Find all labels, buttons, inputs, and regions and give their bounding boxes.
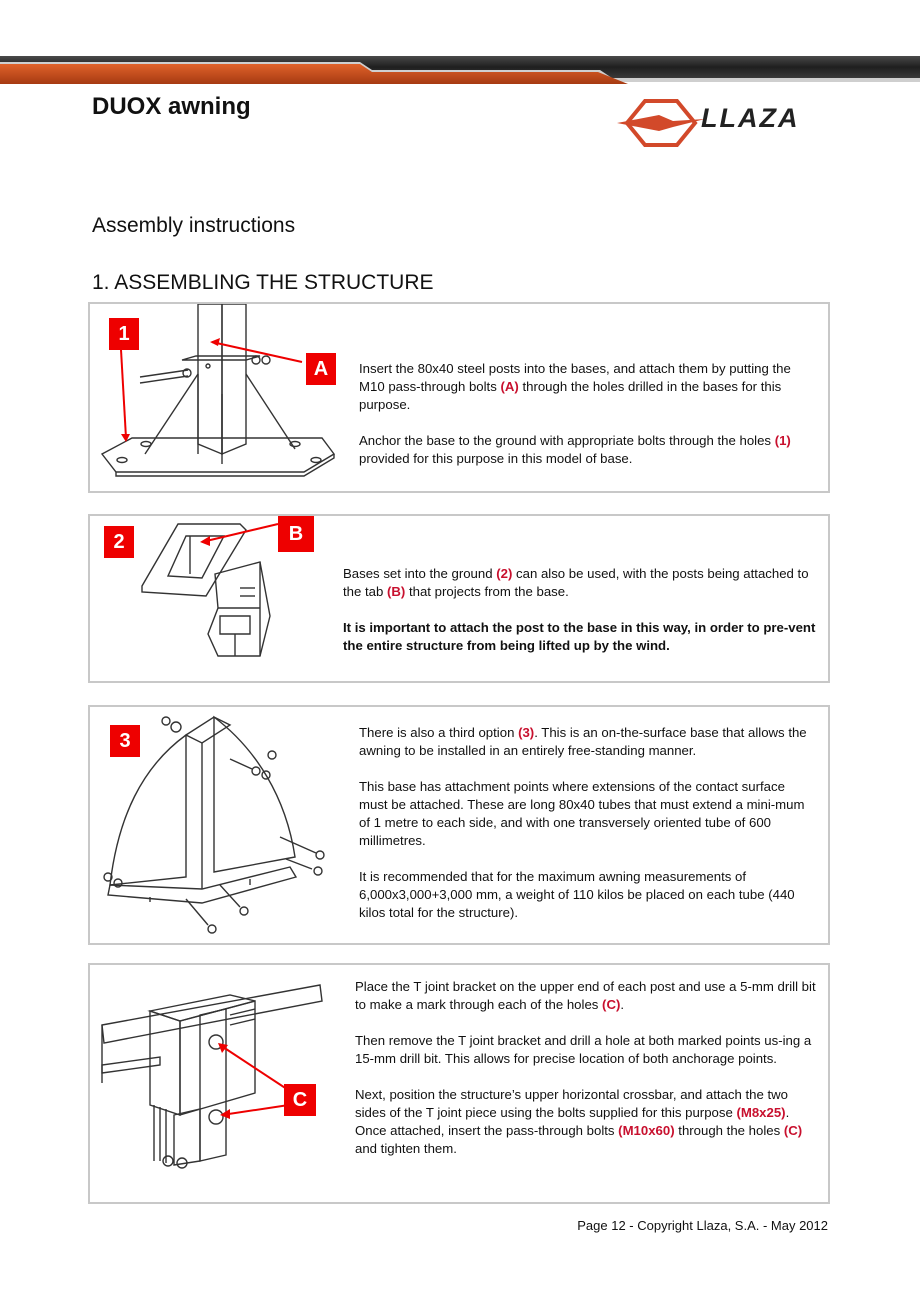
step-3-para-3: It is recommended that for the maximum a… bbox=[359, 869, 795, 920]
section-heading: 1. ASSEMBLING THE STRUCTURE bbox=[92, 271, 434, 294]
badge-a: A bbox=[306, 353, 336, 385]
badge-b: B bbox=[278, 516, 314, 552]
llaza-logo: LLAZA bbox=[615, 93, 835, 153]
surface-base-illustration bbox=[103, 715, 325, 934]
step-1-para-1: Insert the 80x40 steel posts into the ba… bbox=[359, 361, 791, 412]
step-2-para-1: Bases set into the ground (2) can also b… bbox=[343, 566, 809, 599]
step-1-text: Insert the 80x40 steel posts into the ba… bbox=[359, 360, 814, 468]
logo-emblem-icon bbox=[617, 99, 705, 147]
post-base-illustration bbox=[100, 304, 336, 477]
document-title: DUOX awning bbox=[92, 93, 251, 120]
step-3-box: 3 There is also a third option (3). This… bbox=[88, 705, 830, 945]
section-subtitle: Assembly instructions bbox=[92, 214, 296, 237]
badge-3: 3 bbox=[110, 725, 140, 757]
step-3-text: There is also a third option (3). This i… bbox=[359, 724, 817, 922]
step-2-box: 2 B Bases set into the ground (2) can al… bbox=[88, 514, 830, 683]
step-4-para-3: Next, position the structure’s upper hor… bbox=[355, 1087, 803, 1156]
step-3-para-2: This base has attachment points where ex… bbox=[359, 779, 805, 848]
step-4-text: Place the T joint bracket on the upper e… bbox=[355, 978, 817, 1158]
page-footer: Page 12 - Copyright Llaza, S.A. - May 20… bbox=[577, 1218, 828, 1233]
step-4-box: C Place the T joint bracket on the upper… bbox=[88, 963, 830, 1204]
step-2-warning: It is important to attach the post to th… bbox=[343, 620, 816, 653]
step-4-para-2: Then remove the T joint bracket and dril… bbox=[355, 1033, 812, 1066]
step-1-box: 1 A Insert the 80x40 steel posts into th… bbox=[88, 302, 830, 493]
badge-1: 1 bbox=[109, 318, 139, 350]
badge-2: 2 bbox=[104, 526, 134, 558]
badge-c: C bbox=[284, 1084, 316, 1116]
logo-wordmark: LLAZA bbox=[701, 103, 800, 133]
step-4-para-1: Place the T joint bracket on the upper e… bbox=[355, 979, 816, 1012]
ground-base-illustration bbox=[141, 523, 279, 657]
step-3-para-1: There is also a third option (3). This i… bbox=[359, 725, 807, 758]
step-2-text: Bases set into the ground (2) can also b… bbox=[343, 565, 817, 655]
header-band bbox=[0, 56, 920, 84]
step-1-para-2: Anchor the base to the ground with appro… bbox=[359, 433, 791, 466]
